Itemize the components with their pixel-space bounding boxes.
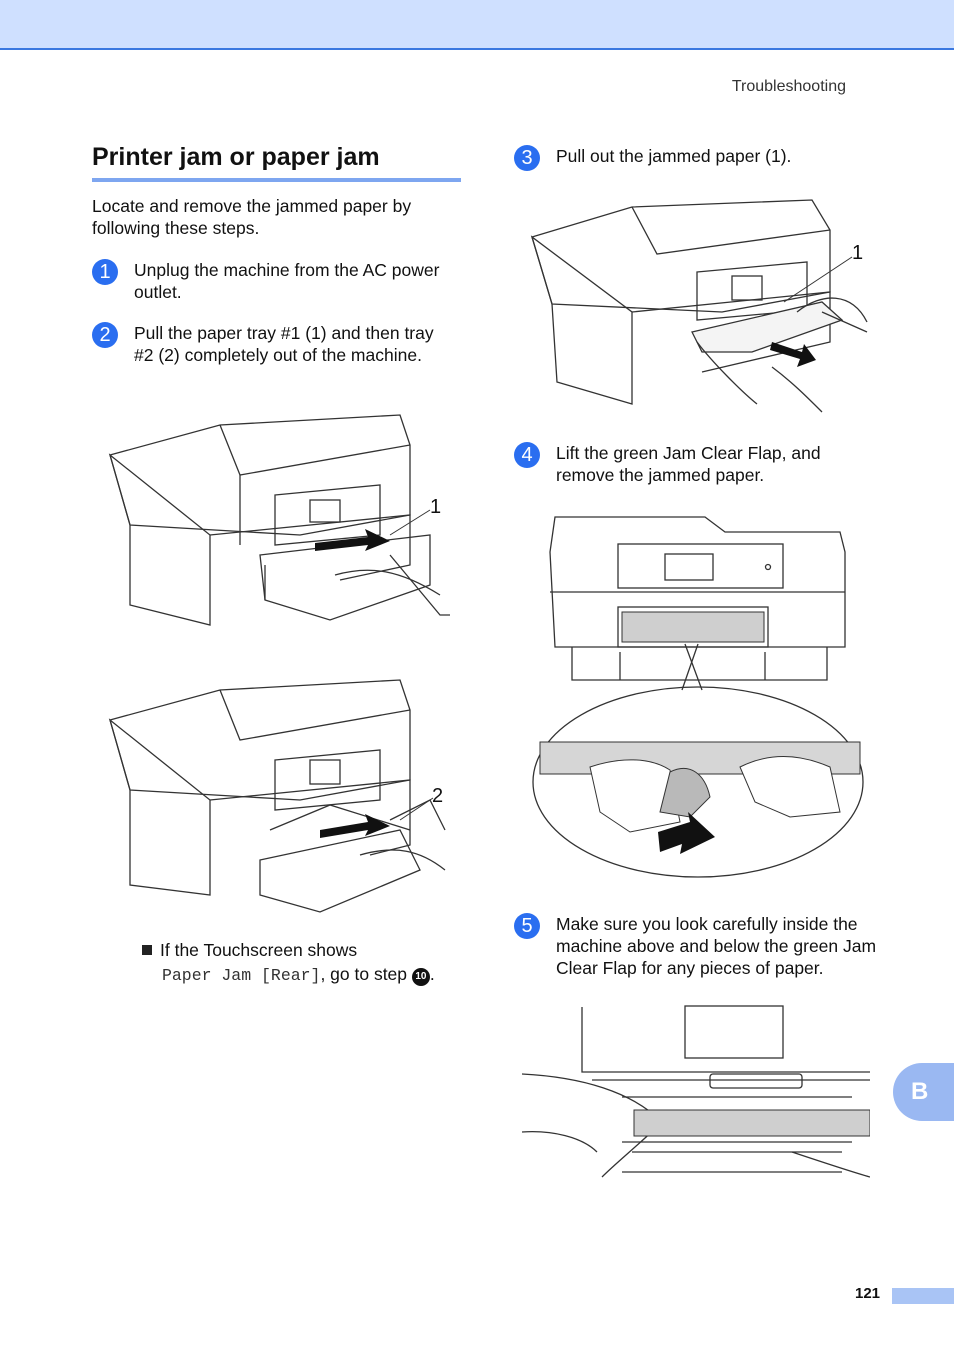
section-title: Printer jam or paper jam xyxy=(92,143,380,171)
page-number: 121 xyxy=(855,1285,881,1302)
step-5-badge: 5 xyxy=(514,913,540,939)
touchscreen-message: Paper Jam [Rear] xyxy=(162,966,321,985)
step-3-text: Pull out the jammed paper (1). xyxy=(556,146,792,166)
touchscreen-note-line2: Paper Jam [Rear], go to step 10. xyxy=(142,962,435,988)
figure-pull-paper: 1 xyxy=(522,192,872,414)
intro-paragraph: Locate and remove the jammed paper by fo… xyxy=(92,196,412,238)
step-1-badge: 1 xyxy=(92,259,118,285)
touchscreen-note: If the Touchscreen shows Paper Jam [Rear… xyxy=(142,938,435,988)
top-band xyxy=(0,0,954,50)
step-4: 4 Lift the green Jam Clear Flap, and rem… xyxy=(514,442,876,486)
tray1-callout: 1 xyxy=(430,496,441,518)
printer-paper-pull-illustration: 1 xyxy=(530,199,868,413)
touchscreen-note-line1: If the Touchscreen shows xyxy=(142,938,435,962)
note-prefix: If the Touchscreen shows xyxy=(160,940,358,960)
tray2-callout: 2 xyxy=(432,785,443,807)
jam-clear-flap-illustration xyxy=(532,516,864,878)
step-1-text: Unplug the machine from the AC power out… xyxy=(134,260,440,302)
bullet-square-icon xyxy=(142,945,152,955)
step-4-text: Lift the green Jam Clear Flap, and remov… xyxy=(556,443,821,485)
step-3: 3 Pull out the jammed paper (1). xyxy=(514,145,886,171)
step-4-badge: 4 xyxy=(514,442,540,468)
step-2-text: Pull the paper tray #1 (1) and then tray… xyxy=(134,323,434,365)
inspect-inside-illustration xyxy=(522,1005,870,1178)
note-end: . xyxy=(429,964,435,984)
step-3-badge: 3 xyxy=(514,145,540,171)
appendix-tab: B xyxy=(893,1063,954,1121)
running-header: Troubleshooting xyxy=(731,78,846,95)
figure-tray1-removal: 1 xyxy=(100,405,460,635)
note-suffix: , go to step xyxy=(320,964,408,984)
step-1: 1 Unplug the machine from the AC power o… xyxy=(92,259,464,303)
step-2: 2 Pull the paper tray #1 (1) and then tr… xyxy=(92,322,434,366)
jammed-paper-callout: 1 xyxy=(852,242,863,264)
figure-inspect-inside xyxy=(522,1002,870,1192)
figure-tray2-removal: 2 xyxy=(100,670,460,915)
step-5-text: Make sure you look carefully inside the … xyxy=(556,914,877,978)
step-5: 5 Make sure you look carefully inside th… xyxy=(514,913,896,979)
printer-tray2-illustration: 2 xyxy=(108,679,446,913)
printer-tray1-illustration: 1 xyxy=(108,414,450,626)
page-number-bar xyxy=(892,1288,954,1304)
step-ref-badge: 10 xyxy=(411,968,430,986)
step-2-badge: 2 xyxy=(92,322,118,348)
title-underline xyxy=(92,178,461,182)
figure-jam-clear-flap xyxy=(530,512,870,880)
